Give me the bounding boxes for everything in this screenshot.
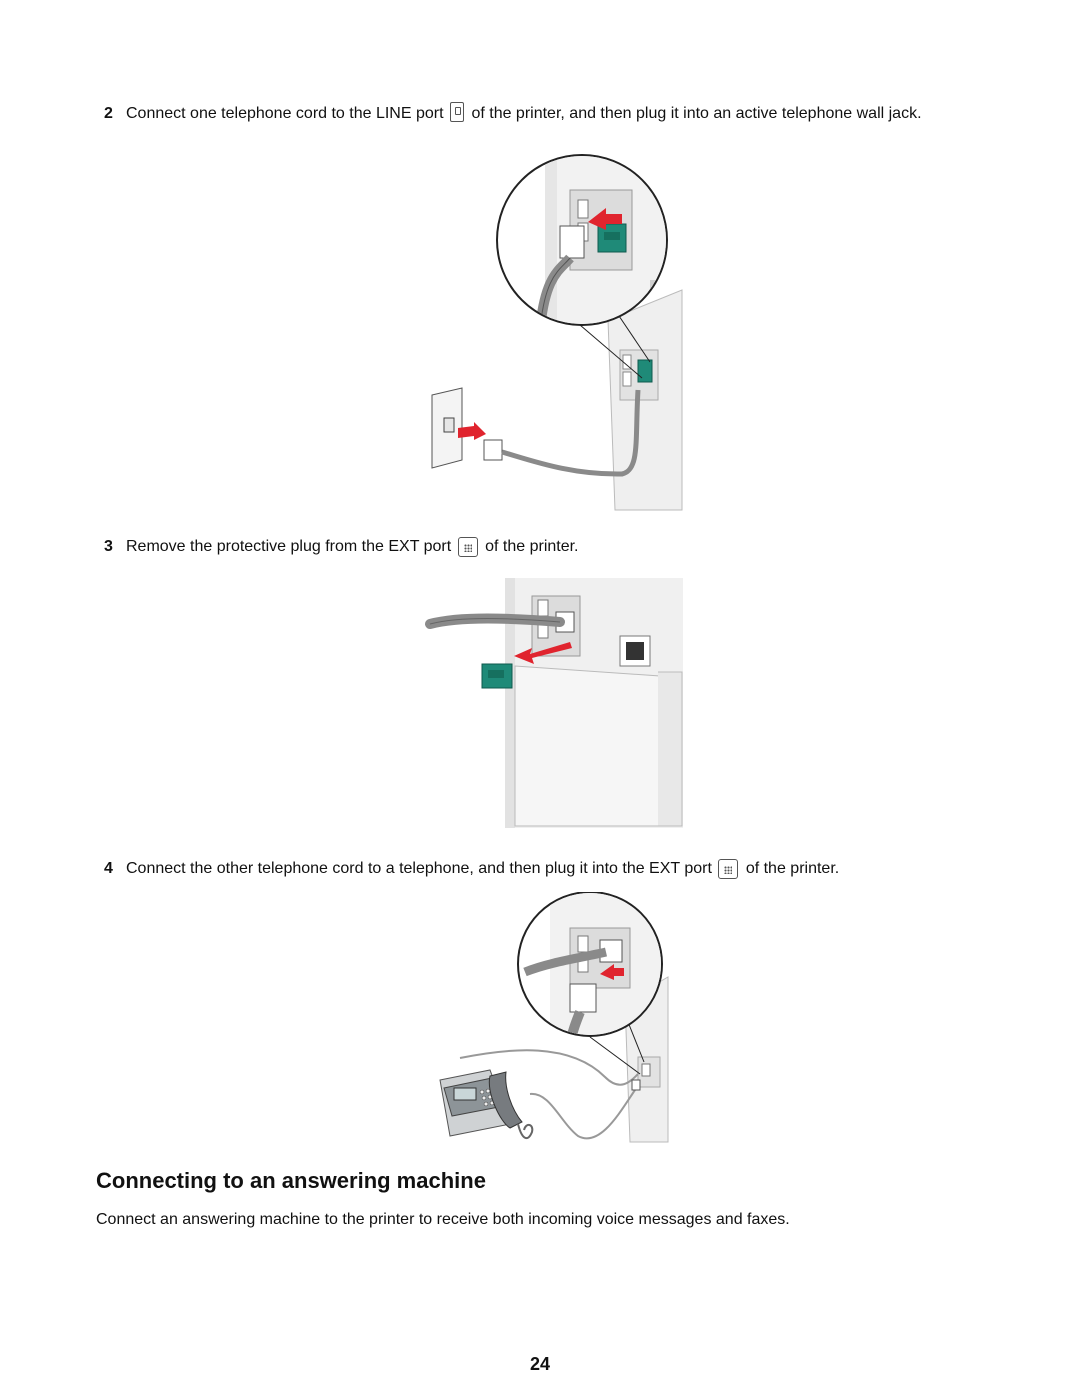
page-number: 24	[529, 1354, 551, 1374]
step-number: 3	[104, 538, 113, 555]
step-number: 4	[104, 860, 113, 877]
step-text-after: of the printer.	[485, 538, 579, 555]
step-number: 2	[104, 105, 113, 122]
section-title: Connecting to an answering machine	[96, 1168, 486, 1193]
figure-line-to-wall-jack	[431, 154, 683, 511]
step-3: 3 Remove the protective plug from the EXT…	[104, 537, 1004, 557]
ext-port-icon	[718, 859, 739, 879]
step-text-before: Connect the other telephone cord to a te…	[126, 860, 712, 877]
step-2: 2 Connect one telephone cord to the LINE …	[104, 102, 1004, 124]
step-text-before: Remove the protective plug from the EXT …	[126, 538, 452, 555]
step-4: 4 Connect the other telephone cord to a t…	[104, 859, 1004, 879]
ext-port-icon	[457, 537, 478, 557]
line-port-icon	[450, 102, 464, 122]
step-text-after: of the printer, and then plug it into an…	[471, 105, 922, 122]
step-text-before: Connect one telephone cord to the LINE p…	[126, 105, 444, 122]
figure-remove-protective-plug	[425, 578, 683, 828]
section-intro: Connect an answering machine to the prin…	[96, 1211, 790, 1228]
figure-telephone-to-ext-port	[439, 892, 669, 1143]
step-text-after: of the printer.	[745, 860, 840, 877]
